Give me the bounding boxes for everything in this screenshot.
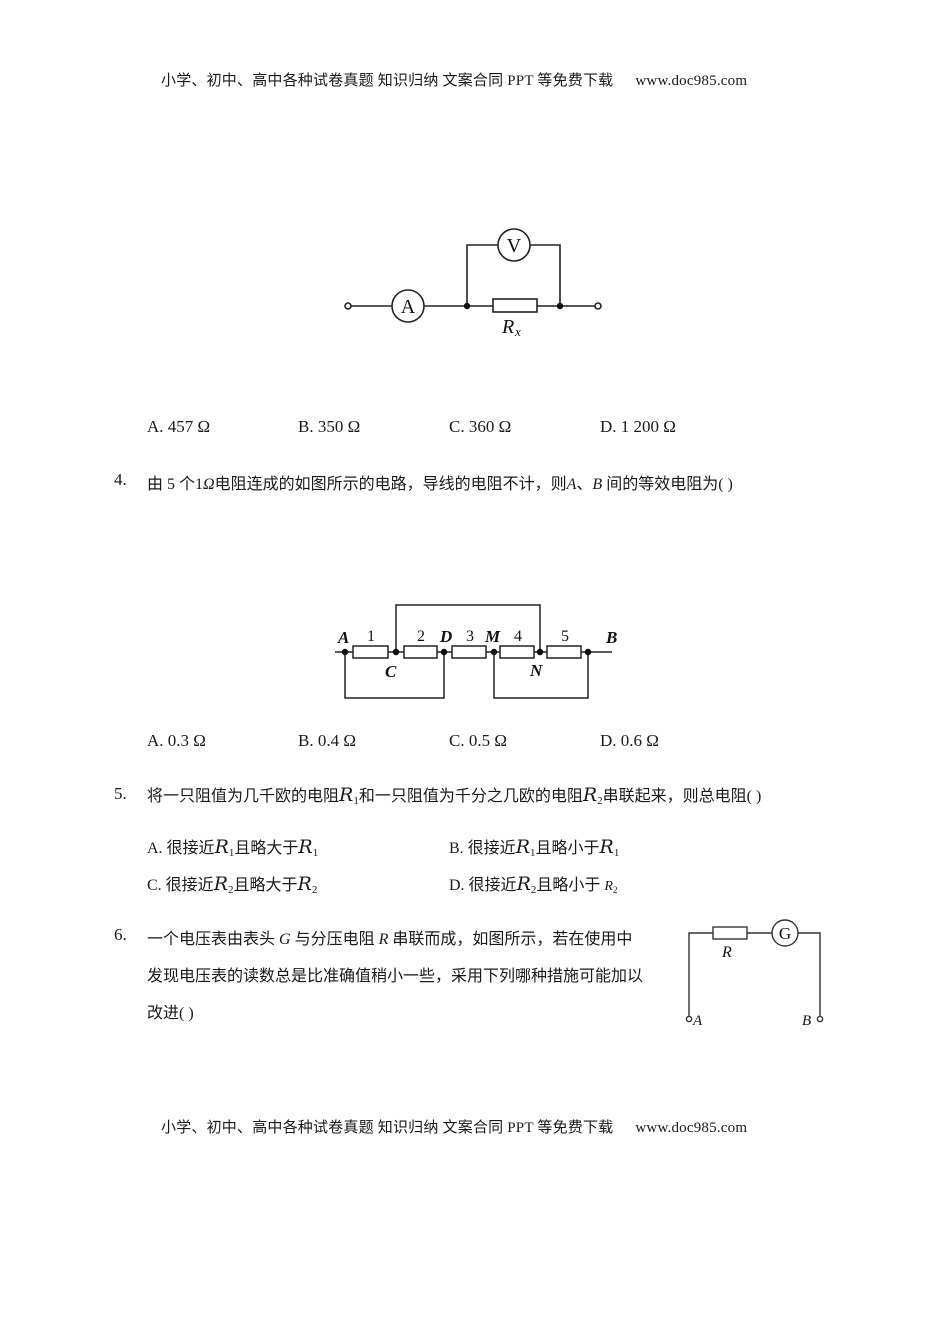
q4-text-c: 间的等效电阻为 bbox=[602, 476, 719, 493]
q4-option-d[interactable]: D. 0.6 Ω bbox=[600, 731, 659, 750]
figure-five-resistor-network: A C D M N B 1 2 3 4 5 bbox=[335, 604, 617, 699]
q3-option-d[interactable]: D. 1 200 Ω bbox=[600, 417, 676, 436]
footer-text: 小学、初中、高中各种试卷真题 知识归纳 文案合同 PPT 等免费下载 bbox=[161, 1120, 614, 1136]
q5-r2: R bbox=[582, 784, 598, 806]
option-prefix: C. 很接近 bbox=[147, 877, 214, 894]
resistor-5-label: 5 bbox=[561, 628, 569, 645]
galvanometer-label: G bbox=[779, 924, 791, 943]
node-b-label: B bbox=[605, 628, 617, 647]
node-n-label: N bbox=[529, 661, 543, 680]
omega-symbol: Ω bbox=[203, 476, 215, 493]
page-footer: 小学、初中、高中各种试卷真题 知识归纳 文案合同 PPT 等免费下载 www.do… bbox=[161, 1116, 747, 1137]
option-sub2: 1 bbox=[613, 847, 620, 859]
figure-ammeter-voltmeter-circuit: A V R x bbox=[344, 228, 602, 339]
option-r: R bbox=[516, 873, 531, 895]
resistor-1-label: 1 bbox=[367, 628, 375, 645]
fig3-resistor-label: R bbox=[721, 944, 732, 961]
q4-option-c[interactable]: C. 0.5 Ω bbox=[449, 731, 507, 750]
option-sub: 1 bbox=[530, 847, 536, 859]
q6-text-b: 与分压电阻 bbox=[290, 931, 379, 948]
q6-text-c: 串联而成，如图所示，若在使用中 bbox=[388, 931, 633, 948]
q3-option-a[interactable]: A. 457 Ω bbox=[147, 417, 211, 436]
q5-option-c[interactable]: C. 很接近R2且略大于R2 bbox=[147, 871, 317, 896]
q6-var-r: R bbox=[378, 931, 389, 948]
voltmeter-label: V bbox=[507, 235, 522, 257]
q4-option-b[interactable]: B. 0.4 Ω bbox=[298, 731, 356, 750]
footer-url[interactable]: www.doc985.com bbox=[635, 1120, 748, 1136]
q6-number: 6. bbox=[114, 925, 127, 944]
node-c-label: C bbox=[385, 662, 397, 681]
header-url[interactable]: www.doc985.com bbox=[635, 73, 748, 89]
node-d-label: D bbox=[439, 627, 452, 646]
figure-voltmeter-g-r: G R A B bbox=[685, 919, 824, 1029]
option-sub2: 2 bbox=[612, 885, 618, 895]
node-m-label: M bbox=[484, 627, 501, 646]
q3-option-c[interactable]: C. 360 Ω bbox=[449, 417, 512, 436]
node-a-label: A bbox=[337, 628, 349, 647]
q4-answer-paren: ( ) bbox=[718, 476, 733, 493]
option-mid: 且略小于 bbox=[535, 840, 600, 857]
resistor-4-label: 4 bbox=[514, 628, 522, 645]
page-header: 小学、初中、高中各种试卷真题 知识归纳 文案合同 PPT 等免费下载 www.do… bbox=[161, 69, 747, 90]
option-prefix: A. 很接近 bbox=[147, 840, 215, 857]
terminal-b-label: B bbox=[802, 1013, 811, 1029]
option-r: R bbox=[515, 836, 530, 858]
option-prefix: B. 很接近 bbox=[449, 840, 516, 857]
option-r2: R bbox=[297, 873, 312, 895]
option-sub: 2 bbox=[530, 884, 537, 896]
q5-text-b: 和一只阻值为千分之几欧的电阻 bbox=[358, 788, 583, 805]
option-r: R bbox=[213, 873, 228, 895]
q5-r1: R bbox=[339, 784, 354, 806]
header-text: 小学、初中、高中各种试卷真题 知识归纳 文案合同 PPT 等免费下载 bbox=[161, 73, 614, 89]
q5-option-d[interactable]: D. 很接近R2且略小于 R2 bbox=[449, 871, 617, 896]
option-sub: 2 bbox=[228, 884, 234, 896]
q3-option-b[interactable]: B. 350 Ω bbox=[298, 417, 361, 436]
q5-r2-sub: 2 bbox=[597, 795, 603, 807]
option-r: R bbox=[214, 836, 229, 858]
q4-text-a: 由 5 个1 bbox=[147, 476, 204, 493]
q5-option-a[interactable]: A. 很接近R1且略大于R1 bbox=[147, 834, 318, 859]
q4-number: 4. bbox=[114, 470, 127, 489]
option-r2: R bbox=[604, 879, 613, 894]
resistor-rx-label: R bbox=[501, 316, 514, 338]
q6-line-3: 改进( ) bbox=[147, 1005, 194, 1022]
terminal-a-label: A bbox=[692, 1013, 703, 1029]
q4-text-b: 电阻连成的如图所示的电路，导线的电阻不计，则 bbox=[214, 476, 567, 493]
option-mid: 且略大于 bbox=[234, 840, 299, 857]
q6-line-2: 发现电压表的读数总是比准确值稍小一些，采用下列哪种措施可能加以 bbox=[147, 968, 644, 985]
q5-option-b[interactable]: B. 很接近R1且略小于R1 bbox=[449, 834, 619, 859]
q5-number: 5. bbox=[114, 784, 127, 803]
q4-sep: 、 bbox=[576, 476, 593, 493]
option-sub2: 2 bbox=[311, 884, 318, 896]
q5-text-a: 将一只阻值为几千欧的电阻 bbox=[147, 788, 340, 805]
q5-r1-sub: 1 bbox=[353, 795, 359, 807]
option-mid: 且略小于 bbox=[536, 877, 605, 894]
q6-var-g: G bbox=[279, 931, 291, 948]
option-mid: 且略大于 bbox=[233, 877, 298, 894]
q4-stem: 由 5 个1Ω电阻连成的如图所示的电路，导线的电阻不计，则A、B 间的等效电阻为… bbox=[147, 470, 733, 494]
option-r2: R bbox=[599, 836, 614, 858]
q5-stem: 将一只阻值为几千欧的电阻R1和一只阻值为千分之几欧的电阻R2串联起来，则总电阻(… bbox=[147, 782, 761, 807]
q5-answer-paren: ( ) bbox=[746, 788, 762, 805]
q4-option-a[interactable]: A. 0.3 Ω bbox=[147, 731, 206, 750]
option-r2: R bbox=[298, 836, 313, 858]
q4-var-b: B bbox=[592, 476, 603, 493]
resistor-rx-sub: x bbox=[514, 324, 521, 339]
q4-var-a: A bbox=[566, 476, 577, 493]
option-sub: 1 bbox=[228, 847, 235, 859]
option-prefix: D. 很接近 bbox=[449, 877, 517, 894]
q5-text-c: 串联起来，则总电阻 bbox=[602, 788, 747, 805]
q6-text-a: 一个电压表由表头 bbox=[147, 931, 280, 948]
option-sub2: 1 bbox=[312, 847, 319, 859]
ammeter-label: A bbox=[401, 296, 416, 318]
resistor-2-label: 2 bbox=[417, 628, 425, 645]
resistor-3-label: 3 bbox=[466, 628, 474, 645]
q6-line-1: 一个电压表由表头 G 与分压电阻 R 串联而成，如图所示，若在使用中 bbox=[147, 925, 632, 949]
